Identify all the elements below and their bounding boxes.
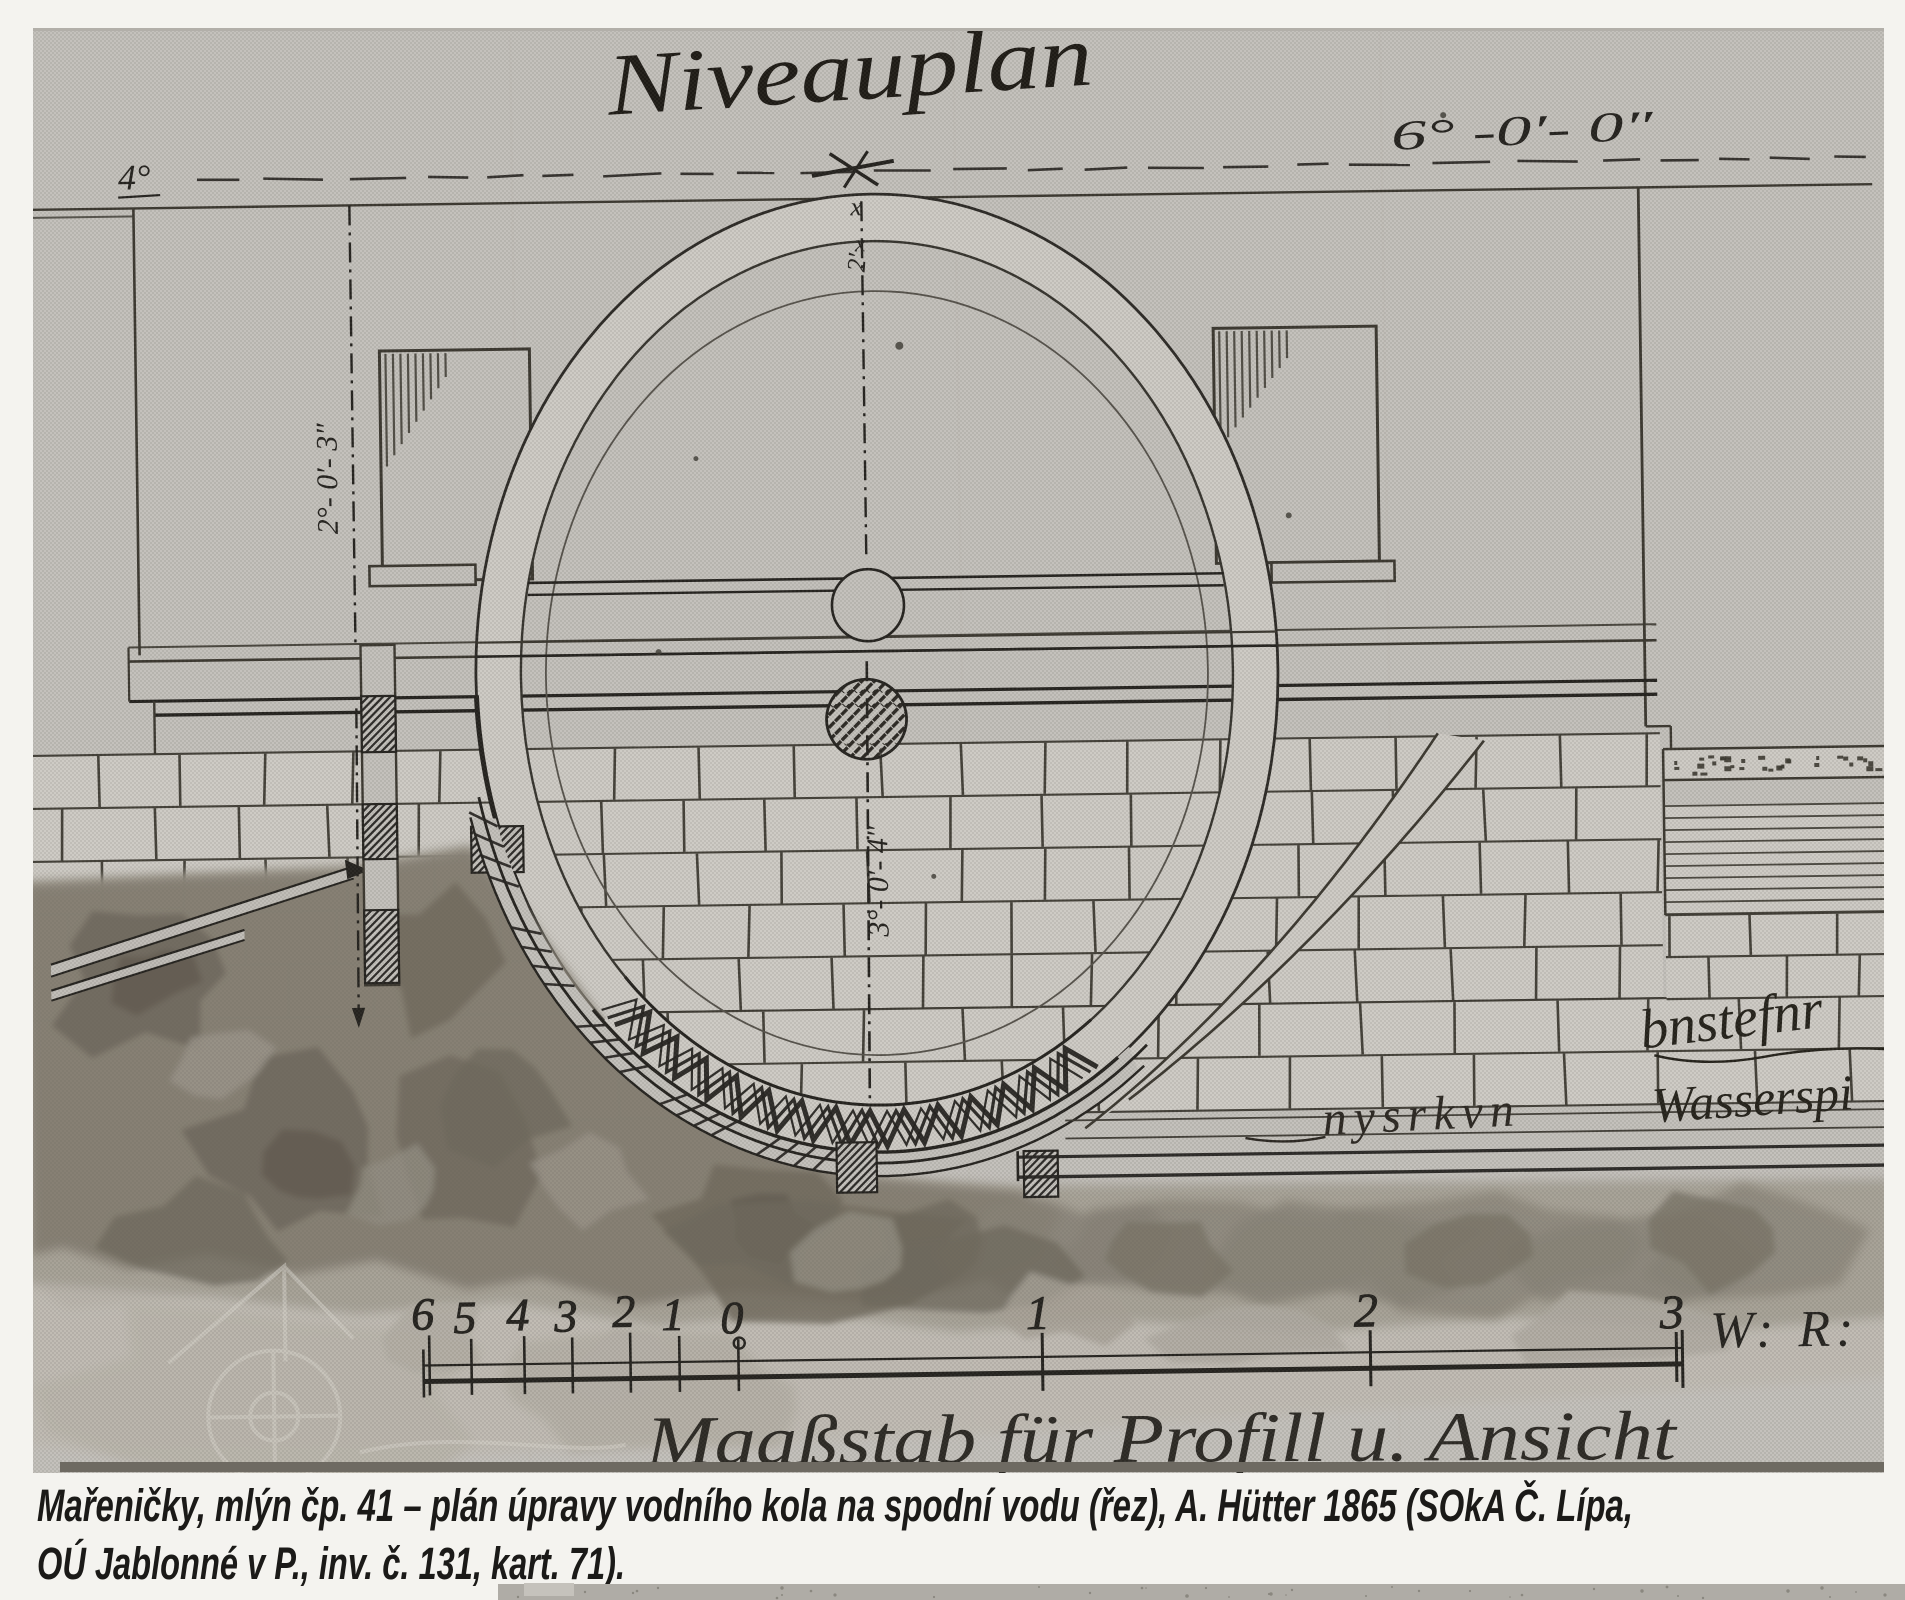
svg-text:OÚ Jablonné v P., inv. č. 131,: OÚ Jablonné v P., inv. č. 131, kart. 71)… xyxy=(37,1538,625,1589)
svg-text:Mařeničky, mlýn čp. 41 – plán: Mařeničky, mlýn čp. 41 – plán úpravy vod… xyxy=(37,1480,1633,1531)
